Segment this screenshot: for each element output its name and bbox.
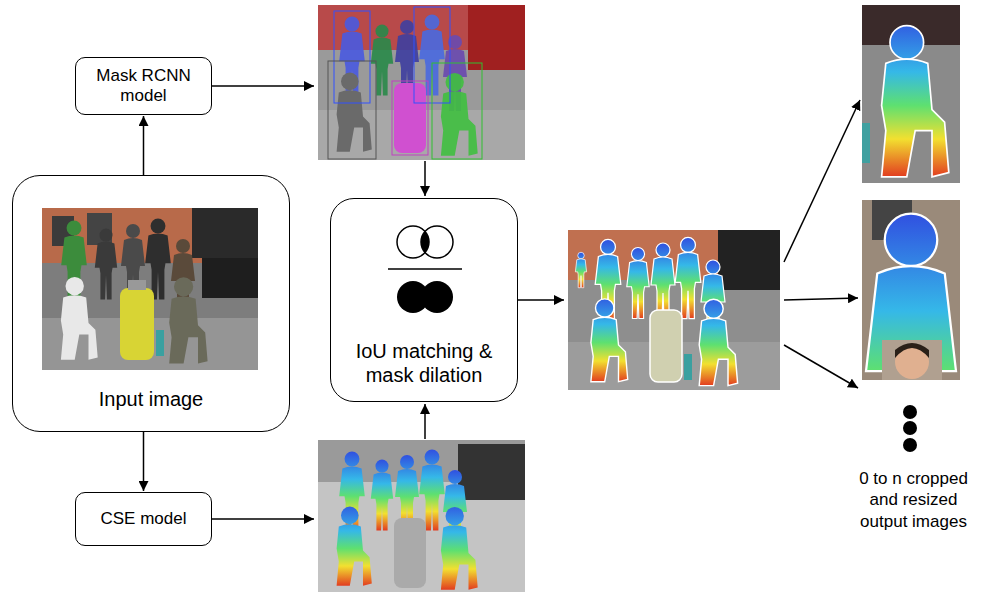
- ellipsis-dots: [903, 405, 917, 452]
- detection-photo: [392, 81, 428, 155]
- input-photo: [95, 229, 117, 300]
- densepose-photo: [318, 440, 525, 592]
- densepose-photo: [371, 460, 393, 531]
- box-label: CSE model: [84, 509, 203, 529]
- merged-photo: [650, 310, 682, 382]
- output-crop: [866, 214, 956, 381]
- detection-photo: [441, 73, 478, 156]
- merged-photo: [591, 299, 628, 382]
- iou-icon: [421, 226, 453, 258]
- input-photo: [42, 208, 258, 370]
- densepose-photo: [419, 449, 445, 530]
- detection-photo: [432, 63, 482, 159]
- flow-arrow: [784, 345, 858, 388]
- densepose-photo: [458, 444, 525, 500]
- merged-photo: [568, 230, 780, 390]
- densepose-photo: [441, 507, 478, 590]
- densepose-photo: [337, 507, 372, 586]
- flow-arrow: [211, 518, 314, 520]
- merged-photo: [575, 252, 586, 287]
- merged-photo: [718, 230, 780, 290]
- flow-arrow: [424, 161, 426, 196]
- flow-arrow: [211, 86, 860, 519]
- ellipsis-dots: [903, 421, 917, 435]
- merged-photo: [699, 299, 737, 385]
- densepose-photo: [318, 440, 525, 592]
- merged-photo: [684, 354, 692, 380]
- input-photo: [61, 277, 98, 360]
- process-box: Input image: [12, 175, 290, 432]
- box-label: Input image: [21, 387, 281, 411]
- output-crop: [862, 200, 960, 380]
- process-box: IoU matching & mask dilation: [330, 198, 518, 402]
- input-photo: [145, 218, 171, 299]
- detection-photo: [394, 83, 426, 153]
- input-photo: [202, 258, 258, 298]
- detection-photo: [318, 5, 525, 160]
- detection-photo: [468, 5, 525, 70]
- flow-arrow: [424, 404, 426, 439]
- iou-icon: [421, 226, 453, 258]
- merged-photo: [568, 230, 780, 390]
- output-crop: [882, 26, 949, 177]
- input-photo: [121, 224, 145, 300]
- input-photo: [42, 208, 258, 370]
- input-photo: [192, 208, 258, 258]
- box-label: IoU matching & mask dilation: [339, 339, 509, 387]
- densepose-photo: [318, 440, 525, 592]
- merged-photo: [568, 230, 780, 390]
- flow-arrow: [784, 298, 858, 300]
- input-photo: [156, 330, 164, 356]
- detection-photo: [328, 61, 376, 159]
- detection-photo: [318, 5, 525, 160]
- detection-photo: [318, 5, 525, 160]
- output-crop: [862, 5, 960, 183]
- box-label: Mask RCNN model: [84, 66, 203, 107]
- flow-arrow: [211, 85, 314, 87]
- output-crop: [862, 123, 870, 163]
- output-crop: [862, 5, 960, 183]
- input-photo: [169, 277, 207, 363]
- flow-arrow: [143, 116, 145, 175]
- detection-photo: [371, 25, 393, 96]
- output-crop: [862, 5, 960, 183]
- merged-photo: [627, 248, 649, 319]
- ellipsis-dots: [903, 438, 917, 452]
- merged-photo: [675, 237, 701, 318]
- output-note: 0 to n cropped and resized output images: [846, 468, 981, 532]
- iou-icon: [388, 226, 462, 313]
- flow-arrow: [784, 100, 860, 262]
- input-photo: [42, 208, 258, 370]
- detection-photo: [337, 73, 372, 152]
- iou-icon: [421, 281, 453, 313]
- densepose-photo: [394, 518, 426, 588]
- input-photo: [128, 280, 146, 290]
- output-crop: [862, 200, 960, 499]
- output-crop: [882, 340, 942, 380]
- iou-icon: [388, 268, 462, 270]
- flow-arrow: [143, 432, 145, 491]
- process-box: Mask RCNN model: [75, 57, 212, 115]
- merged-photo: [651, 243, 675, 319]
- input-photo: [120, 288, 154, 360]
- ellipsis-dots: [903, 405, 917, 419]
- iou-icon: [397, 226, 429, 258]
- flow-arrow: [517, 299, 564, 301]
- detection-photo: [334, 11, 370, 103]
- output-crop: [895, 343, 929, 358]
- process-box: CSE model: [75, 492, 212, 546]
